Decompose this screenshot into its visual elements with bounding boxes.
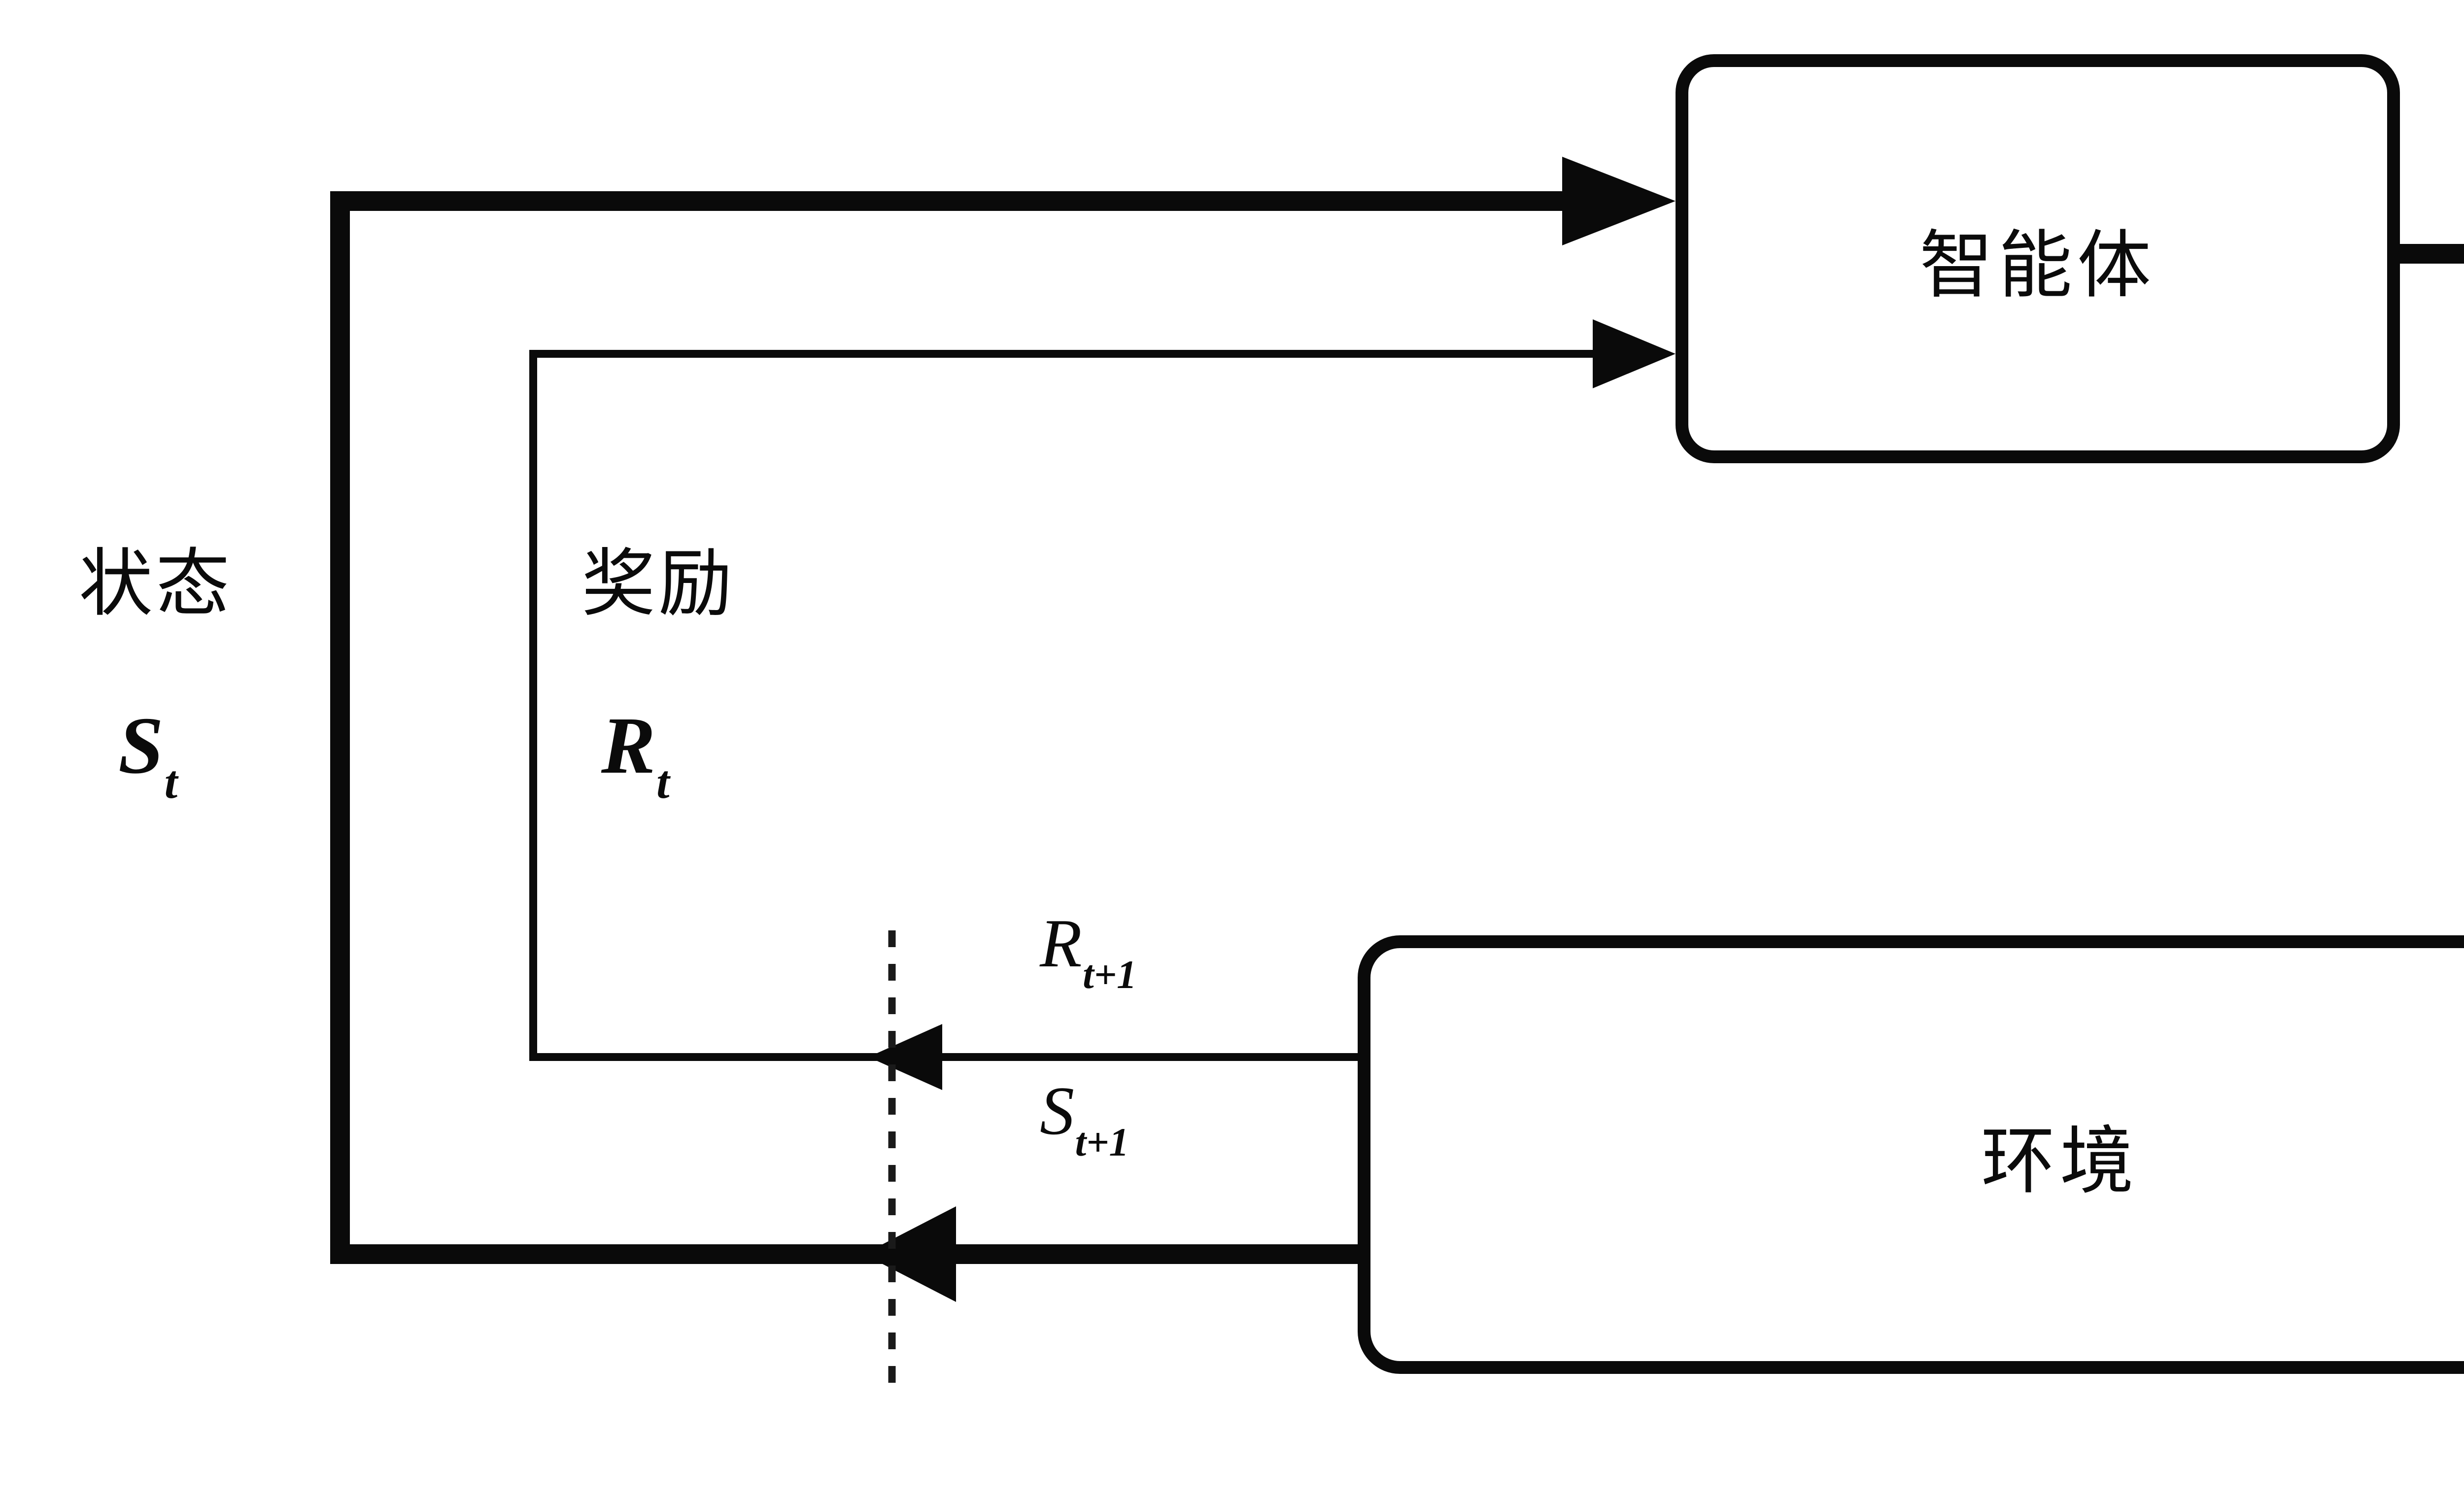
reward-symbol-subscript: t [656, 756, 670, 809]
edge-reward-feedback [529, 319, 1676, 1061]
state-symbol: St [118, 705, 177, 806]
reward-next-base: R [1040, 905, 1082, 982]
reward-next-subscript: t+1 [1083, 952, 1137, 997]
state-next-base: S [1040, 1073, 1074, 1149]
state-edge-label: 状态 [79, 541, 233, 627]
environment-node-box[interactable] [1358, 935, 2464, 1374]
state-symbol-base: S [118, 700, 164, 790]
edge-env-state-out [863, 1206, 1359, 1302]
environment-node-label: 环境 [1981, 1118, 2139, 1204]
reward-edge-label: 奖励 [582, 541, 736, 627]
edge-env-reward-out [868, 1024, 1359, 1090]
reward-symbol-base: R [601, 700, 656, 790]
reward-next-symbol: Rt+1 [1040, 909, 1137, 995]
agent-node-label: 智能体 [1919, 222, 2156, 308]
state-next-symbol: St+1 [1040, 1077, 1129, 1162]
edge-state-feedback [330, 157, 1676, 1264]
state-symbol-subscript: t [164, 756, 178, 809]
reward-symbol: Rt [601, 705, 670, 806]
agent-node-box[interactable] [1676, 54, 2400, 463]
state-next-subscript: t+1 [1075, 1120, 1129, 1164]
